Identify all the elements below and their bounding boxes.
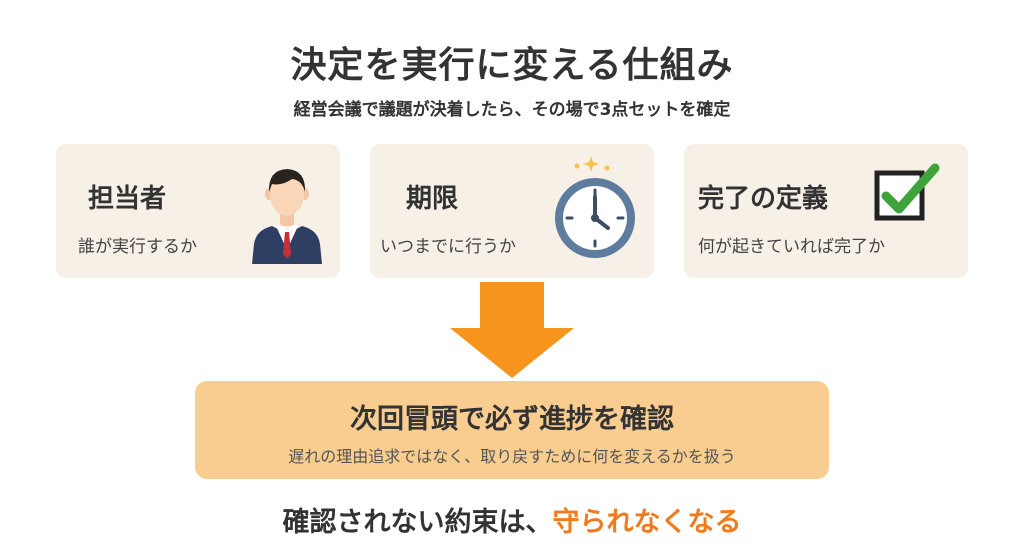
card-description: いつまでに行うか (380, 237, 516, 257)
card-description: 何が起きていれば完了か (698, 237, 885, 257)
card-definition-of-done: 完了の定義 何が起きていれば完了か (684, 144, 968, 278)
result-title: 次回冒頭で必ず進捗を確認 (350, 404, 674, 435)
card-title: 期限 (406, 184, 459, 214)
card-title: 完了の定義 (698, 184, 829, 214)
conclusion-text: 確認されない約束は、 (282, 507, 553, 538)
card-title: 担当者 (88, 184, 167, 214)
card-description: 誰が実行するか (78, 237, 197, 257)
result-description: 遅れの理由追求ではなく、取り戻すために何を変えるかを扱う (288, 447, 736, 466)
result-box: 次回冒頭で必ず進捗を確認 遅れの理由追求ではなく、取り戻すために何を変えるかを扱… (195, 381, 829, 479)
checkbox-icon (872, 162, 942, 228)
conclusion: 確認されない約束は、守られなくなる (0, 500, 1024, 539)
card-owner: 担当者 誰が実行するか (56, 144, 340, 278)
clock-icon (553, 152, 641, 268)
card-deadline: 期限 いつまでに行うか (370, 144, 654, 278)
businessman-icon (248, 164, 326, 268)
page-title: 決定を実行に変える仕組み (290, 45, 734, 86)
conclusion-emphasis: 守られなくなる (552, 507, 742, 538)
page-subtitle: 経営会議で議題が決着したら、その場で3点セットを確定 (293, 100, 731, 120)
down-arrow-icon (438, 282, 586, 382)
